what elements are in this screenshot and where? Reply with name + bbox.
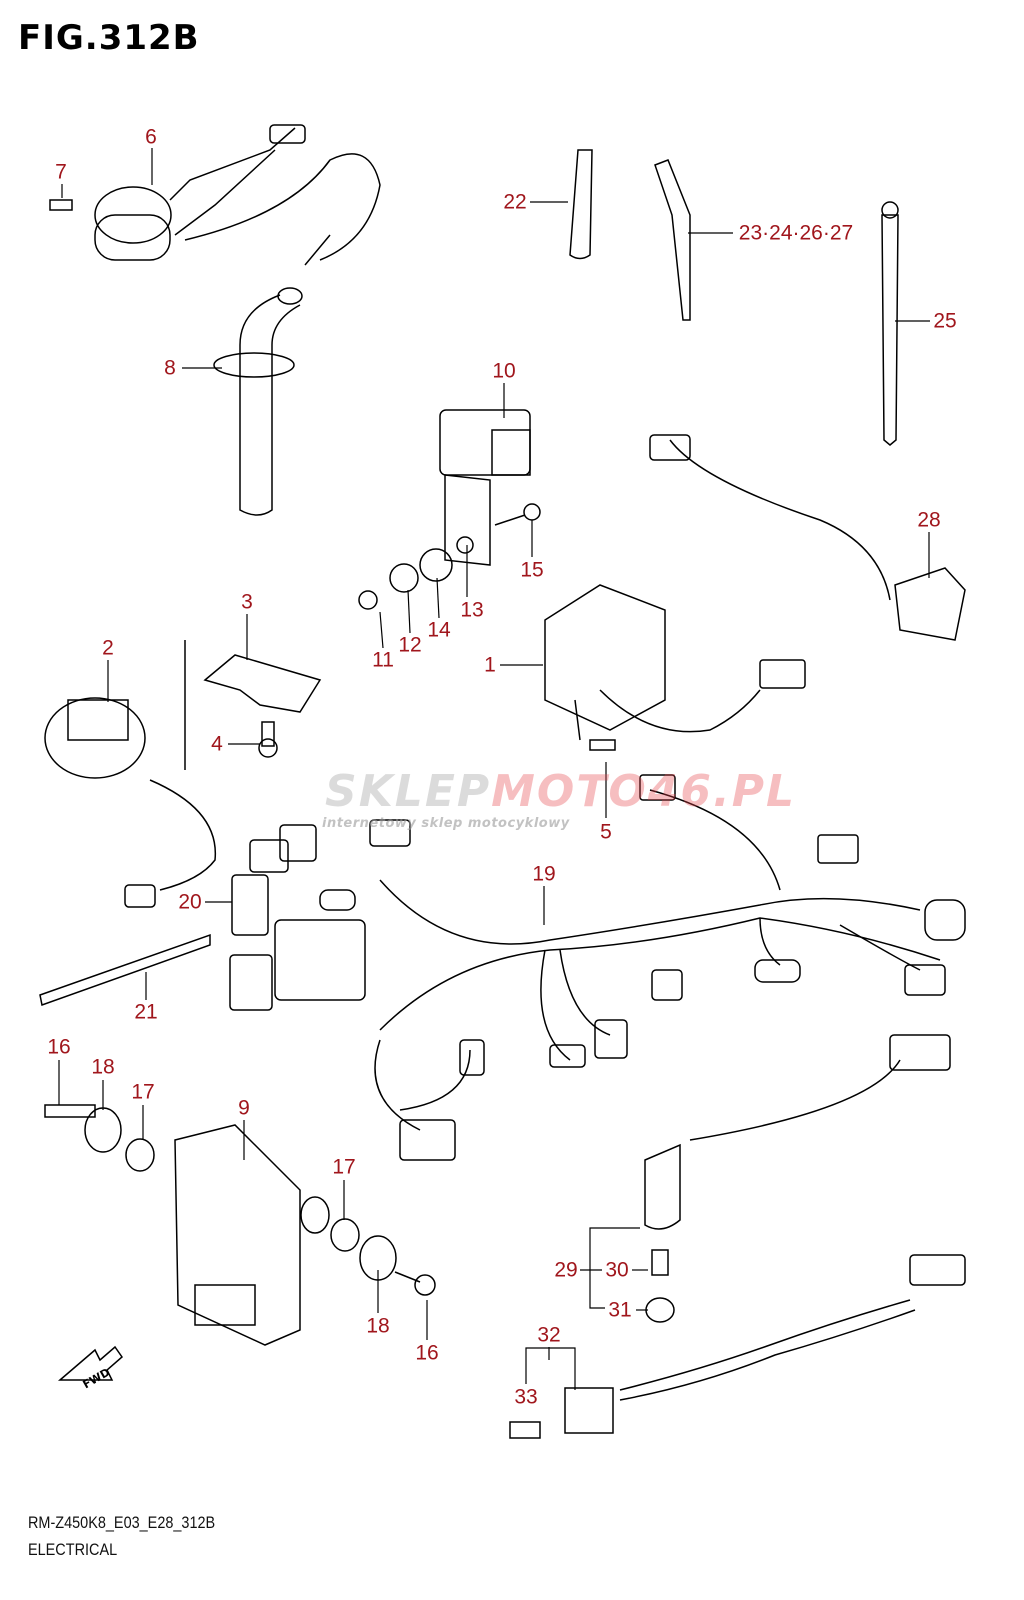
condenser-2 [44, 697, 217, 908]
callout-12: 12 [398, 633, 422, 657]
callout-9: 9 [238, 1096, 250, 1120]
ignition-coil-6 [94, 124, 381, 266]
watermark-brand-b: MOTO46.PL [491, 766, 796, 817]
callout-2: 2 [102, 636, 114, 660]
callout-11: 11 [372, 648, 394, 672]
callout-25: 25 [933, 309, 957, 333]
callout-31: 31 [608, 1298, 632, 1322]
bolt-4 [258, 721, 278, 758]
leader-lines [58, 148, 930, 1390]
callout-4: 4 [211, 732, 223, 756]
callout-5: 5 [600, 820, 612, 844]
tie-23 [654, 159, 691, 321]
grommet-set-right [330, 1218, 436, 1296]
fwd-arrow-icon [57, 1345, 124, 1381]
callout-30: 30 [605, 1258, 629, 1282]
regulator-1 [544, 584, 806, 751]
callout-3: 3 [241, 590, 253, 614]
sensor-28 [649, 434, 966, 641]
callout-6: 6 [145, 125, 157, 149]
callout-18-right: 18 [366, 1314, 390, 1338]
relay-10 [439, 409, 531, 476]
bracket-13 [444, 474, 491, 566]
figure-title: FIG.312B [18, 18, 200, 58]
ecm-9 [174, 1124, 330, 1346]
callout-21: 21 [134, 1000, 158, 1024]
tie-25 [881, 201, 899, 446]
clamp-22 [569, 149, 593, 260]
callout-10: 10 [492, 359, 516, 383]
harness-19 [229, 774, 966, 1161]
harness-32 [509, 1254, 966, 1439]
bolt-7 [49, 199, 73, 211]
callout-32: 32 [537, 1323, 561, 1347]
callout-7: 7 [55, 160, 67, 184]
callout-15: 15 [520, 558, 544, 582]
bolt-15 [494, 503, 541, 526]
footer-section: ELECTRICAL [28, 1540, 118, 1559]
callout-8: 8 [164, 356, 176, 380]
callout-33: 33 [514, 1385, 538, 1409]
grommet-set-left [44, 1104, 155, 1172]
callout-14: 14 [427, 618, 451, 642]
footer-model-code: RM-Z450K8_E03_E28_312B [28, 1513, 216, 1532]
callout-28: 28 [917, 508, 941, 532]
callout-17-left: 17 [131, 1080, 155, 1104]
callout-16-right: 16 [415, 1341, 439, 1365]
callout-17-right: 17 [332, 1155, 356, 1179]
callout-22: 22 [503, 190, 527, 214]
callout-18-left: 18 [91, 1055, 115, 1079]
callout-16-left: 16 [47, 1035, 71, 1059]
watermark-logo: SKLEPMOTO46.PL [325, 770, 796, 814]
bracket-3 [184, 640, 322, 770]
callout-1: 1 [484, 653, 496, 677]
callout-23-24-26-27: 23·24·26·27 [738, 221, 854, 245]
callout-19: 19 [532, 862, 556, 886]
callout-13: 13 [460, 598, 484, 622]
callout-20: 20 [178, 890, 202, 914]
tape-21 [39, 933, 211, 1006]
plug-cap-8 [213, 287, 303, 516]
washers [358, 548, 453, 610]
watermark-brand-a: SKLEP [325, 766, 492, 817]
watermark-tagline: internetowy sklep motocyklowy [322, 816, 570, 831]
plug-cap-29 [644, 1034, 951, 1323]
callout-29: 29 [554, 1258, 578, 1282]
